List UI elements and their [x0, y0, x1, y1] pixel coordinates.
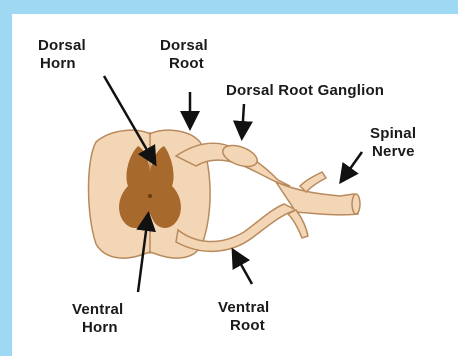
- ventral-ramus: [288, 210, 308, 238]
- label-ventral-horn: Ventral Horn: [72, 301, 128, 336]
- spinal-nerve-end: [352, 194, 360, 214]
- label-spinal-nerve: Spinal Nerve: [370, 125, 421, 160]
- label-dorsal-horn: Dorsal Horn: [38, 37, 90, 72]
- dorsal-ramus: [300, 172, 326, 192]
- label-dorsal-root: Dorsal Root: [160, 37, 212, 72]
- arrow-spinal-nerve: [342, 152, 362, 180]
- arrow-dorsal-root-ganglion: [242, 104, 244, 136]
- label-ventral-root: Ventral Root: [218, 299, 274, 334]
- arrow-ventral-root: [234, 252, 252, 284]
- label-dorsal-root-ganglion: Dorsal Root Ganglion: [226, 82, 384, 99]
- central-canal: [148, 194, 152, 198]
